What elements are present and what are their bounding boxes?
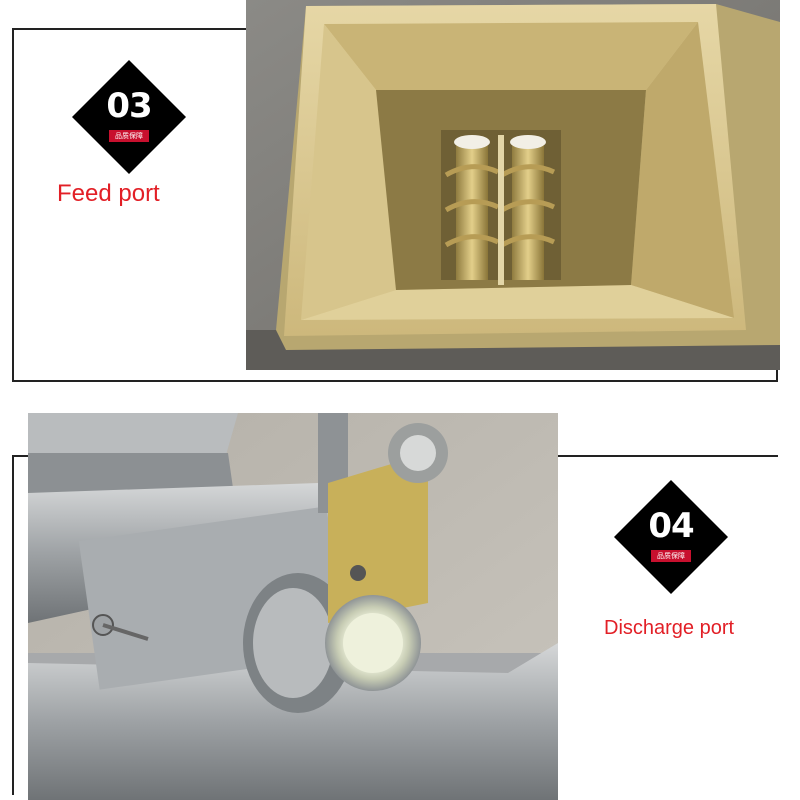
diamond-badge-icon: [72, 60, 186, 174]
badge-number: 03: [106, 86, 152, 126]
badge-03: 03 品质保障: [70, 58, 188, 176]
badge-04: 04 品质保障: [612, 478, 730, 596]
feed-port-photo: [246, 0, 780, 370]
feed-port-caption: Feed port: [57, 180, 160, 207]
badge-subtitle: 品质保障: [109, 130, 149, 142]
discharge-port-photo: [28, 413, 558, 800]
badge-subtitle: 品质保障: [651, 550, 691, 562]
badge-number: 04: [648, 506, 694, 546]
discharge-port-caption: Discharge port: [604, 617, 735, 639]
diamond-badge-icon: [614, 480, 728, 594]
